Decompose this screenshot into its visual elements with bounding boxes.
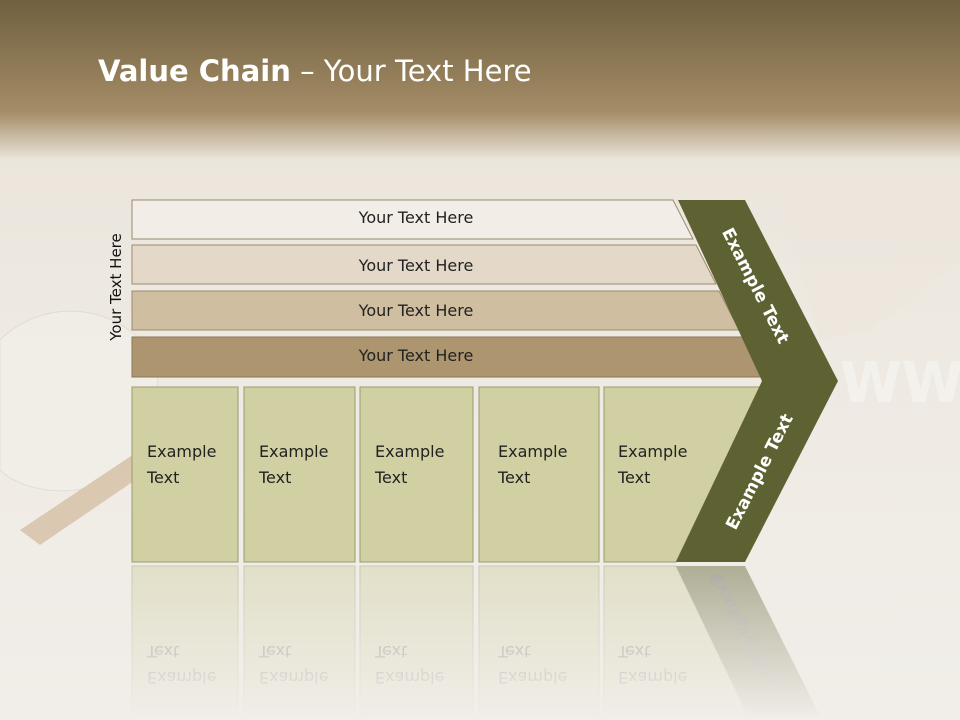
box-3-label: Example Text (375, 439, 444, 491)
chevron-arrow (678, 200, 838, 381)
box-4-line2: Text (498, 468, 531, 487)
reflection-fade: Example Text Example Text Example Text E… (0, 564, 960, 720)
ref-box-5-label: Example Text (618, 638, 687, 690)
bar-3-label: Your Text Here (358, 301, 474, 320)
starfish-right (780, 170, 960, 340)
bar-1 (131, 199, 694, 240)
ref-box-1-label: Example Text (147, 638, 216, 690)
ref-box-2-label: Example Text (259, 638, 328, 690)
ref-box-3-label: Example Text (375, 638, 444, 690)
ref-box-3-line1: Example (375, 668, 445, 687)
reflection-shapes (131, 565, 820, 717)
box-4 (478, 386, 600, 563)
title-rest: – Your Text Here (290, 54, 532, 88)
box-3-line1: Example (375, 442, 445, 461)
box-1 (131, 386, 239, 563)
box-1-label: Example Text (147, 439, 216, 491)
chevron-arrow-lower (676, 381, 838, 562)
box-3 (359, 386, 474, 563)
ref-box-5-line1: Example (618, 668, 688, 687)
page-title: Value Chain – Your Text Here (98, 54, 532, 88)
ref-box-5-line2: Text (618, 642, 651, 661)
box-5-label: Example Text (618, 439, 687, 491)
header-band (0, 0, 960, 160)
ref-box-2-line1: Example (259, 668, 329, 687)
title-bold: Value Chain (98, 54, 291, 88)
box-5-line1: Example (618, 442, 688, 461)
box-4-label: Example Text (498, 439, 567, 491)
starfish-arm (20, 450, 150, 545)
ref-box-3-line2: Text (375, 642, 408, 661)
box-2-label: Example Text (259, 439, 328, 491)
box-2-line1: Example (259, 442, 329, 461)
bar-2 (131, 244, 717, 285)
bar-4-label: Your Text Here (358, 346, 474, 365)
box-1-line2: Text (147, 468, 180, 487)
box-2 (243, 386, 356, 563)
ref-box-4-line1: Example (498, 668, 568, 687)
box-2-line2: Text (259, 468, 292, 487)
reflection: Example Text Example Text Example Text E… (0, 564, 960, 720)
bar-2-label: Your Text Here (358, 256, 474, 275)
bar-1-label: Your Text Here (358, 208, 474, 227)
watermark: WW (840, 351, 960, 416)
box-5-line2: Text (618, 468, 651, 487)
box-4-line1: Example (498, 442, 568, 461)
box-3-line2: Text (375, 468, 408, 487)
ref-box-4-line2: Text (498, 642, 531, 661)
box-1-line1: Example (147, 442, 217, 461)
ref-box-2-line2: Text (259, 642, 292, 661)
ref-box-1-line2: Text (147, 642, 180, 661)
ref-box-1-line1: Example (147, 668, 217, 687)
ref-box-4-label: Example Text (498, 638, 567, 690)
